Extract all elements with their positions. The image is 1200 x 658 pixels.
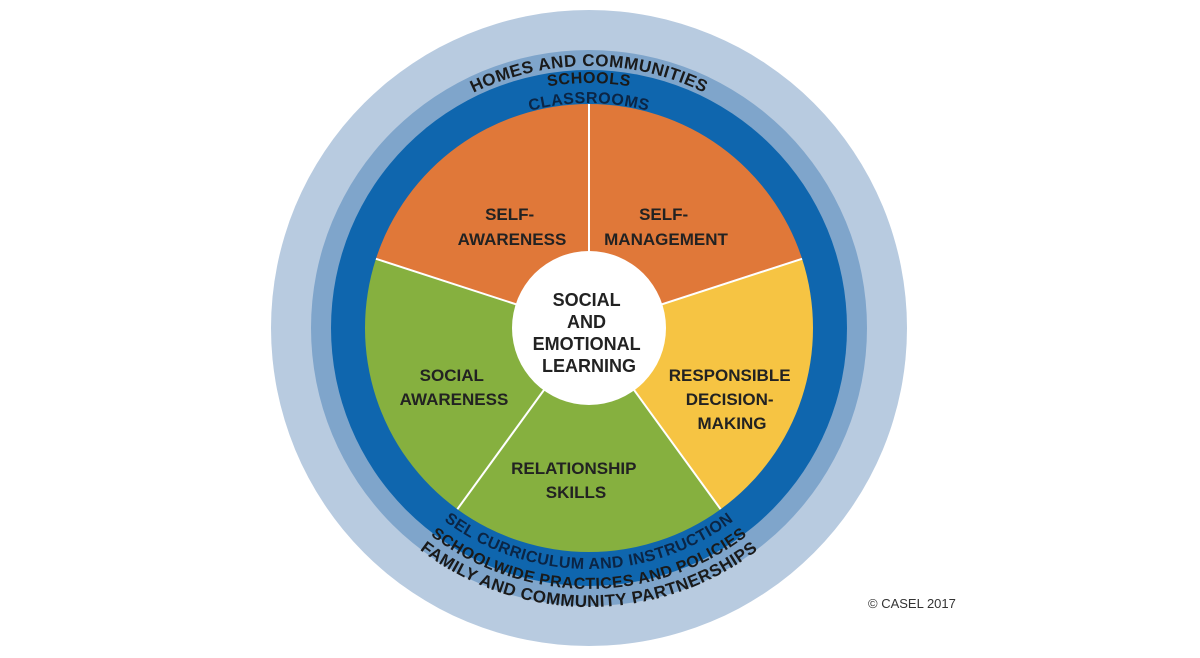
self-management-segment (589, 104, 803, 328)
center-line-4: LEARNING (542, 356, 636, 376)
responsible-line-2: DECISION- (686, 390, 774, 409)
social-awareness-line-2: AWARENESS (400, 390, 509, 409)
self-management-label: SELF- MANAGEMENT (604, 205, 728, 249)
self-management-line-1: SELF- (639, 205, 688, 224)
center-line-2: AND (567, 312, 606, 332)
relationship-skills-label: RELATIONSHIP SKILLS (511, 459, 641, 502)
self-awareness-line-2: AWARENESS (458, 230, 567, 249)
center-line-3: EMOTIONAL (533, 334, 641, 354)
relationship-skills-line-1: RELATIONSHIP (511, 459, 636, 478)
responsible-line-1: RESPONSIBLE (669, 366, 791, 385)
self-awareness-line-1: SELF- (485, 205, 534, 224)
center-circle (512, 251, 666, 405)
copyright-notice: © CASEL 2017 (868, 596, 956, 611)
self-awareness-segment (375, 104, 589, 328)
self-awareness-label: SELF- AWARENESS (458, 205, 567, 249)
competency-segments (364, 104, 814, 552)
social-awareness-label: SOCIAL AWARENESS (400, 366, 509, 409)
responsible-decision-making-label: RESPONSIBLE DECISION- MAKING (669, 366, 796, 433)
center-label: SOCIAL AND EMOTIONAL LEARNING (533, 290, 646, 376)
social-awareness-line-1: SOCIAL (420, 366, 484, 385)
center-line-1: SOCIAL (553, 290, 621, 310)
responsible-line-3: MAKING (698, 414, 767, 433)
relationship-skills-line-2: SKILLS (546, 483, 606, 502)
self-management-line-2: MANAGEMENT (604, 230, 728, 249)
relationship-skills-segment (457, 328, 721, 552)
schools-label: SCHOOLS (546, 70, 632, 90)
